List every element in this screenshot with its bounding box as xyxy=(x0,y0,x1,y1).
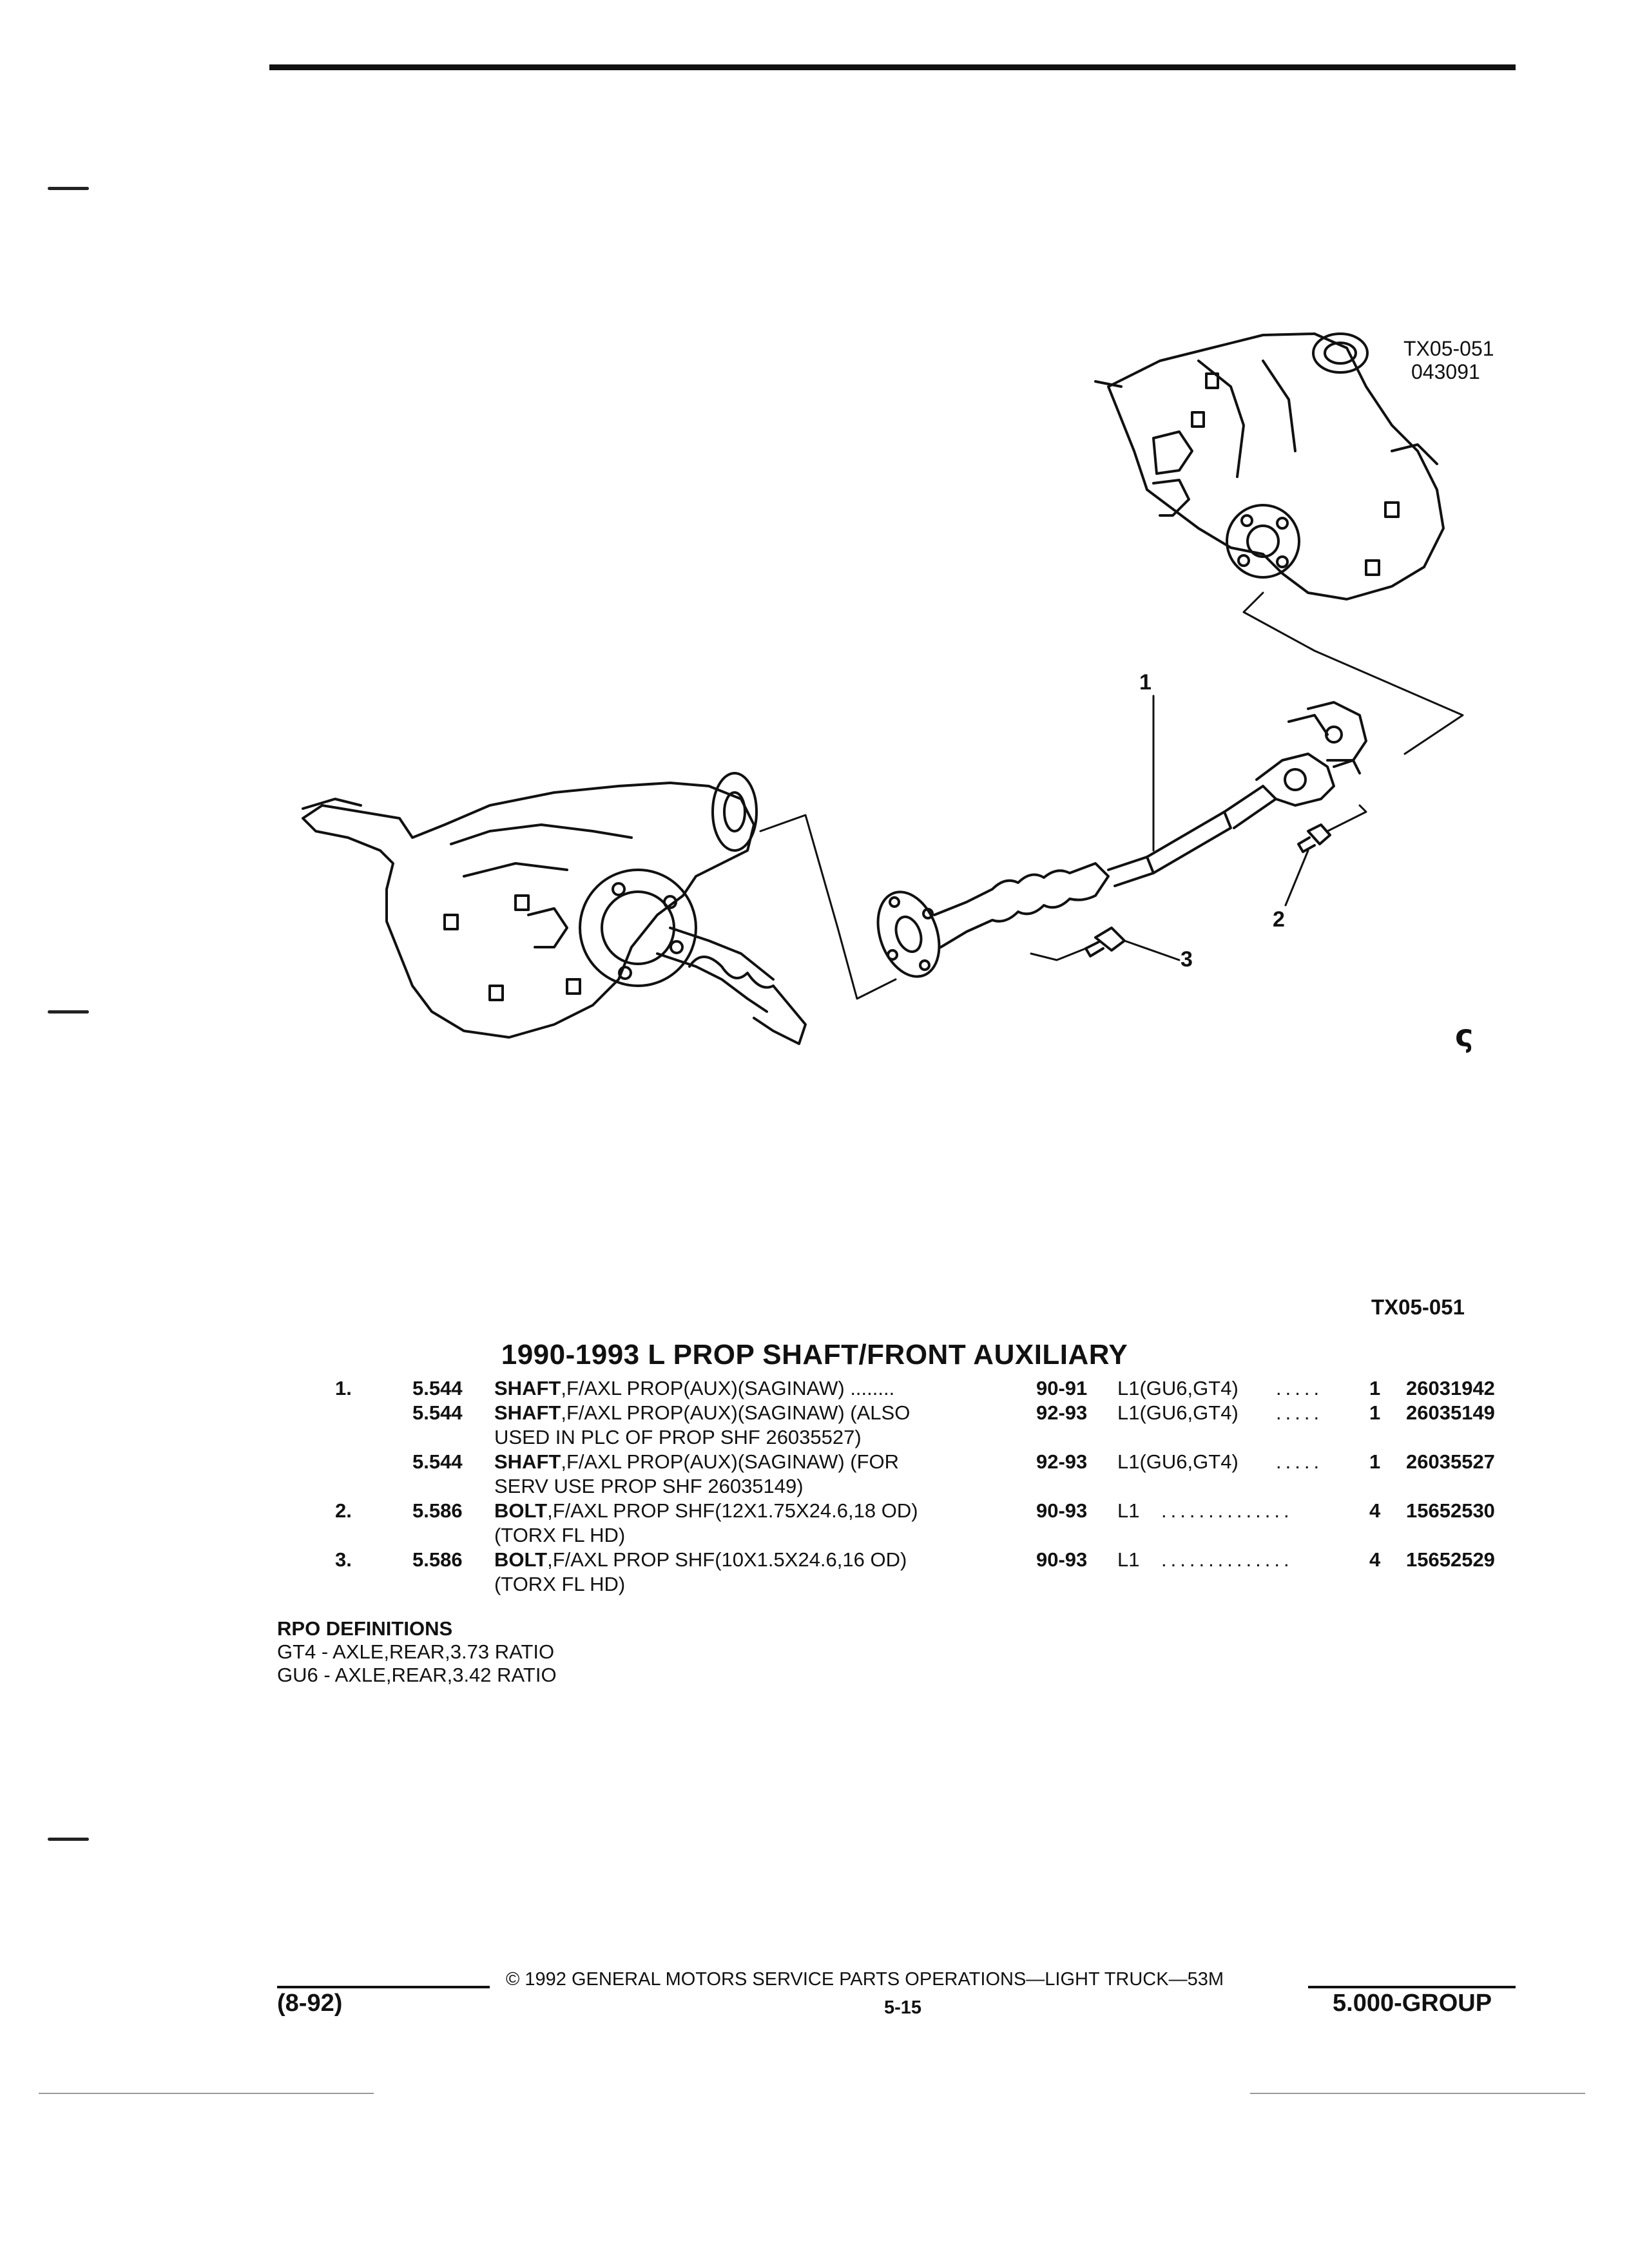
rpo-item: GU6 - AXLE,REAR,3.42 RATIO xyxy=(277,1664,557,1686)
part-row-continuation: (TORX FL HD) xyxy=(0,1523,1629,1548)
margin-mark xyxy=(48,1010,89,1014)
rpo-definitions: RPO DEFINITIONS GT4 - AXLE,REAR,3.73 RAT… xyxy=(277,1617,557,1687)
part-row: 5.544 SHAFT,F/AXL PROP(AUX)(SAGINAW) (FO… xyxy=(0,1450,1629,1474)
part-description: SHAFT,F/AXL PROP(AUX)(SAGINAW) (FOR xyxy=(494,1450,900,1473)
gm-logo-icon: ς xyxy=(1455,1018,1474,1054)
model-codes: L1 xyxy=(1117,1548,1140,1571)
part-row-continuation: SERV USE PROP SHF 26035149) xyxy=(0,1474,1629,1499)
group-number: 5.586 xyxy=(412,1548,463,1571)
figure-date-code: 043091 xyxy=(1411,360,1480,383)
part-row: 2. 5.586 BOLT,F/AXL PROP SHF(12X1.75X24.… xyxy=(0,1499,1629,1523)
part-description: BOLT,F/AXL PROP SHF(10X1.5X24.6,16 OD) xyxy=(494,1548,907,1571)
callout-2: 2 xyxy=(1273,907,1285,932)
quantity: 4 xyxy=(1369,1499,1381,1522)
bolt-2-drawing xyxy=(1297,823,1331,853)
rpo-heading: RPO DEFINITIONS xyxy=(277,1617,453,1640)
quantity: 1 xyxy=(1369,1450,1381,1473)
item-number: 2. xyxy=(335,1499,352,1522)
footer-copyright: © 1992 GENERAL MOTORS SERVICE PARTS OPER… xyxy=(506,1969,1224,1990)
part-number: 26031942 xyxy=(1406,1377,1495,1399)
part-row: 1. 5.544 SHAFT,F/AXL PROP(AUX)(SAGINAW) … xyxy=(0,1376,1629,1401)
front-axle-drawing xyxy=(302,772,807,1045)
footer-rule-right xyxy=(1308,1986,1516,1988)
model-years: 92-93 xyxy=(1036,1450,1088,1473)
quantity: 4 xyxy=(1369,1548,1381,1571)
parts-list: 1. 5.544 SHAFT,F/AXL PROP(AUX)(SAGINAW) … xyxy=(0,1376,1629,1597)
model-codes: L1(GU6,GT4) xyxy=(1117,1401,1239,1424)
leader-dots: ..... xyxy=(1276,1377,1324,1399)
footer-revision: (8-92) xyxy=(277,1990,343,2017)
part-description: SHAFT,F/AXL PROP(AUX)(SAGINAW) ........ xyxy=(494,1377,895,1399)
part-row: 3. 5.586 BOLT,F/AXL PROP SHF(10X1.5X24.6… xyxy=(0,1548,1629,1572)
scan-edge-line xyxy=(1250,2093,1585,2094)
part-description-continued: (TORX FL HD) xyxy=(494,1524,626,1546)
bolt-3-drawing xyxy=(1084,927,1126,957)
part-number: 15652530 xyxy=(1406,1499,1495,1522)
leader-dots: .............. xyxy=(1161,1499,1293,1522)
section-title: 1990-1993 L PROP SHAFT/FRONT AUXILIARY xyxy=(501,1339,1128,1370)
group-number: 5.544 xyxy=(412,1377,463,1399)
group-number: 5.586 xyxy=(412,1499,463,1522)
part-row: 5.544 SHAFT,F/AXL PROP(AUX)(SAGINAW) (AL… xyxy=(0,1401,1629,1425)
callout-1: 1 xyxy=(1139,670,1152,695)
figure-code: TX05-051 xyxy=(1403,337,1494,360)
group-number: 5.544 xyxy=(412,1401,463,1424)
part-number: 26035527 xyxy=(1406,1450,1495,1473)
leader-dots: .............. xyxy=(1161,1548,1293,1571)
part-description: SHAFT,F/AXL PROP(AUX)(SAGINAW) (ALSO xyxy=(494,1401,911,1424)
margin-mark xyxy=(48,187,89,190)
item-number: 3. xyxy=(335,1548,352,1571)
model-years: 92-93 xyxy=(1036,1401,1088,1424)
propeller-shaft-drawing xyxy=(876,701,1367,978)
model-codes: L1(GU6,GT4) xyxy=(1117,1450,1239,1473)
quantity: 1 xyxy=(1369,1401,1381,1424)
part-description-continued: SERV USE PROP SHF 26035149) xyxy=(494,1475,804,1497)
part-description-continued: (TORX FL HD) xyxy=(494,1573,626,1595)
footer-group: 5.000-GROUP xyxy=(1333,1990,1492,2017)
item-number: 1. xyxy=(335,1377,352,1399)
model-codes: L1(GU6,GT4) xyxy=(1117,1377,1239,1399)
part-description-continued: USED IN PLC OF PROP SHF 26035527) xyxy=(494,1426,862,1448)
top-rule xyxy=(269,64,1516,70)
model-years: 90-93 xyxy=(1036,1548,1088,1571)
part-description: BOLT,F/AXL PROP SHF(12X1.75X24.6,18 OD) xyxy=(494,1499,918,1522)
transfer-case-drawing xyxy=(1094,332,1445,601)
leader-dots: ..... xyxy=(1276,1401,1324,1424)
rpo-item: GT4 - AXLE,REAR,3.73 RATIO xyxy=(277,1640,555,1663)
scan-edge-line xyxy=(39,2093,374,2094)
prop-shaft-diagram xyxy=(302,332,1464,1045)
model-codes: L1 xyxy=(1117,1499,1140,1522)
quantity: 1 xyxy=(1369,1377,1381,1399)
group-number: 5.544 xyxy=(412,1450,463,1473)
figure-caption-code: TX05-051 xyxy=(1371,1295,1465,1319)
part-number: 26035149 xyxy=(1406,1401,1495,1424)
model-years: 90-91 xyxy=(1036,1377,1088,1399)
leader-dots: ..... xyxy=(1276,1450,1324,1473)
footer-page-number: 5-15 xyxy=(884,1997,922,2018)
margin-mark xyxy=(48,1838,89,1841)
part-row-continuation: (TORX FL HD) xyxy=(0,1572,1629,1597)
footer-rule-left xyxy=(277,1986,490,1988)
part-number: 15652529 xyxy=(1406,1548,1495,1571)
model-years: 90-93 xyxy=(1036,1499,1088,1522)
part-row-continuation: USED IN PLC OF PROP SHF 26035527) xyxy=(0,1425,1629,1450)
callout-3: 3 xyxy=(1181,947,1193,972)
